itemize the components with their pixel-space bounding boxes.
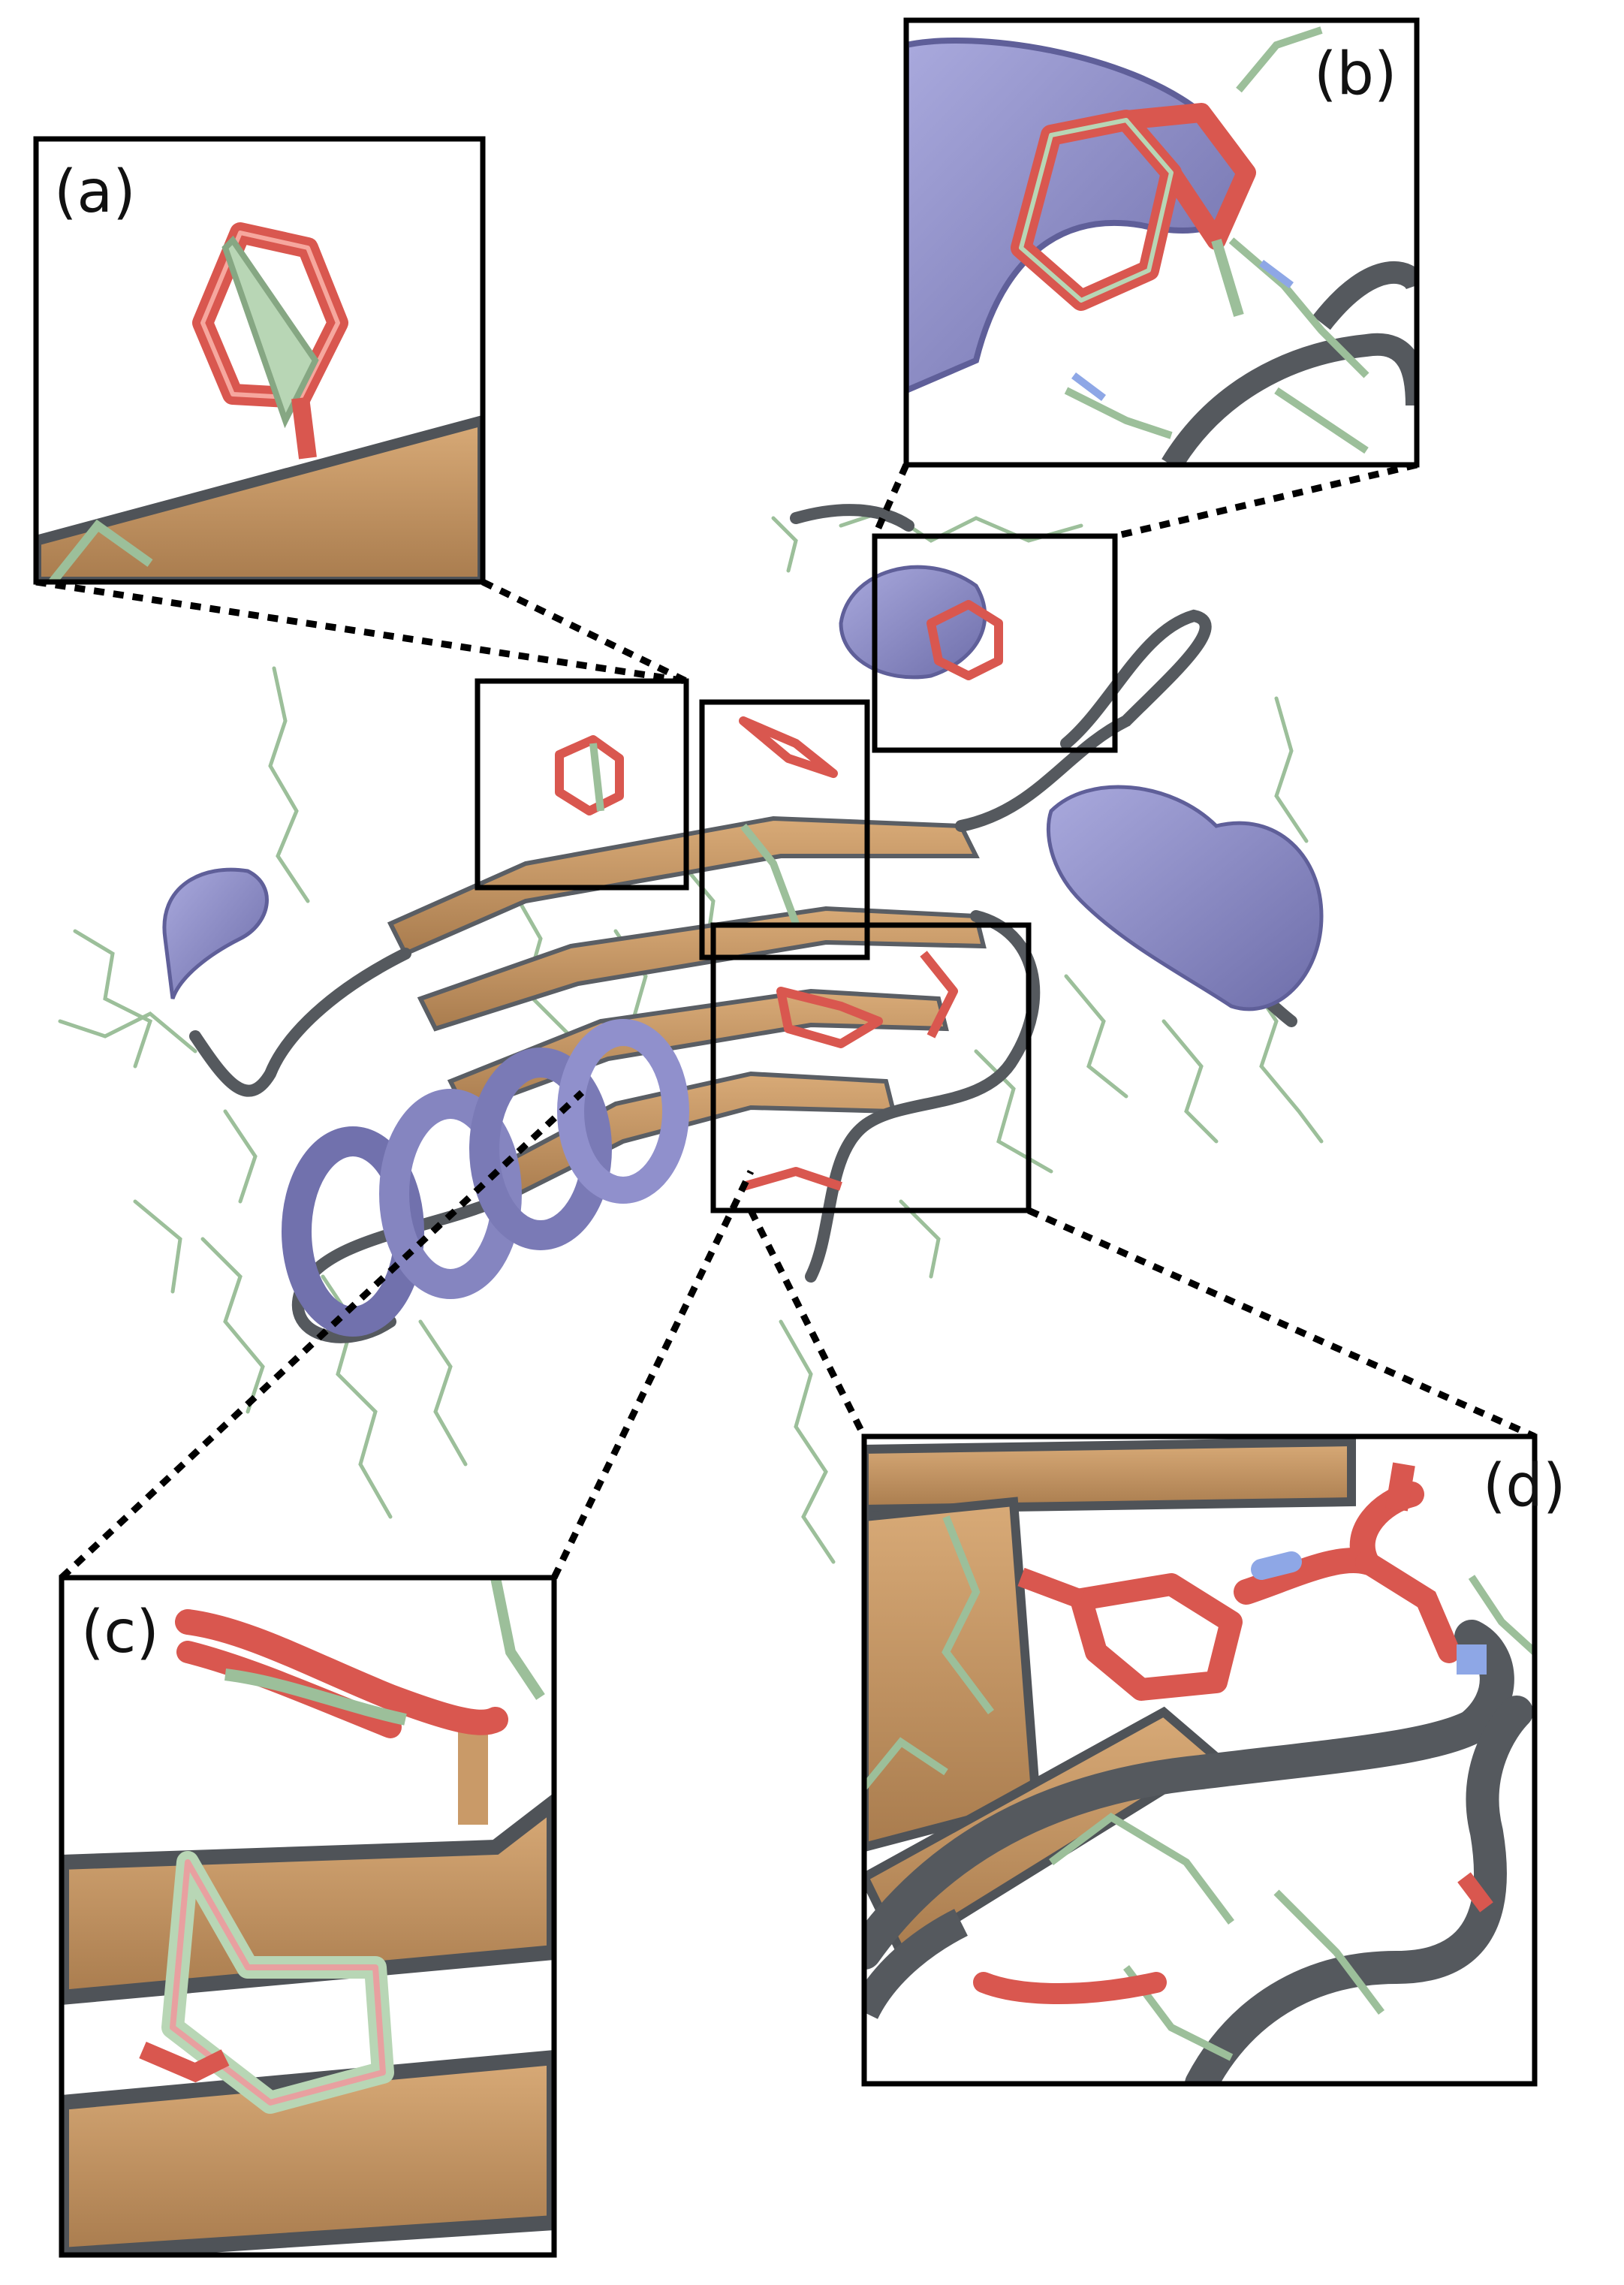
highlighted-residues: [555, 600, 1003, 1191]
selection-box-a: [475, 678, 689, 891]
selection-box-b: [872, 533, 1118, 753]
selection-box-d: [710, 922, 1032, 1213]
protein-center: [58, 504, 1324, 1564]
inset-a: (a): [33, 136, 486, 585]
inset-c: (c): [59, 1575, 557, 2258]
selection-boxes: [475, 533, 1118, 1213]
selection-box-c: [699, 699, 870, 960]
inset-b: (b): [903, 17, 1420, 468]
residue-stick-green: [589, 743, 800, 925]
inset-b-label: (b): [1314, 41, 1397, 108]
dotted-connectors: [35, 461, 1536, 1581]
inset-d-label: (d): [1483, 1452, 1565, 1520]
inset-d: (d): [861, 1433, 1565, 2087]
inset-c-label: (c): [81, 1599, 159, 1666]
inset-a-label: (a): [54, 158, 136, 226]
